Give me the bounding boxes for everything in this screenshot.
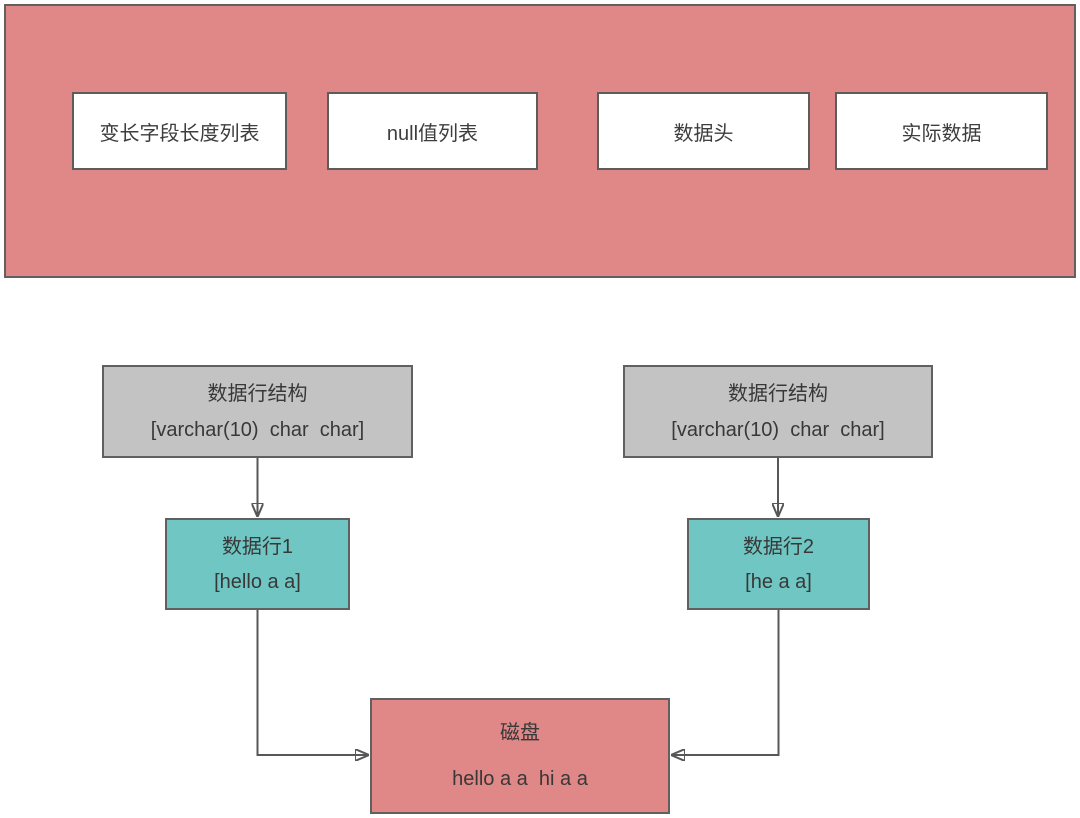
data-row-node-2: 数据行2 [he a a]	[687, 518, 870, 610]
segment-variable-length-list: 变长字段长度列表	[72, 92, 287, 170]
arrow-row2-to-disk	[672, 610, 780, 755]
data-row-node-1: 数据行1 [hello a a]	[165, 518, 350, 610]
row-struct-detail: [varchar(10) char char]	[150, 418, 365, 441]
segment-label: 实际数据	[901, 122, 982, 145]
segment-label: 变长字段长度列表	[99, 122, 260, 145]
segment-data-header: 数据头	[597, 92, 810, 170]
data-row-detail: [he a a]	[745, 570, 812, 593]
disk-node: 磁盘 hello a a hi a a	[370, 698, 670, 814]
data-row-title: 数据行1	[221, 535, 294, 558]
row-format-container: 变长字段长度列表 null值列表 数据头 实际数据	[4, 4, 1076, 278]
segment-label: null值列表	[386, 122, 479, 145]
disk-title: 磁盘	[500, 722, 540, 744]
disk-detail: hello a a hi a a	[452, 768, 588, 790]
segment-actual-data: 实际数据	[835, 92, 1048, 170]
row-struct-node-2: 数据行结构 [varchar(10) char char]	[623, 365, 933, 458]
arrow-row1-to-disk	[256, 610, 369, 755]
data-row-title: 数据行2	[742, 535, 815, 558]
row-struct-detail: [varchar(10) char char]	[671, 418, 885, 441]
row-struct-title: 数据行结构	[207, 382, 308, 405]
row-struct-node-1: 数据行结构 [varchar(10) char char]	[102, 365, 413, 458]
row-struct-title: 数据行结构	[728, 382, 828, 405]
data-row-detail: [hello a a]	[214, 570, 301, 593]
segment-label: 数据头	[673, 122, 734, 145]
segment-null-list: null值列表	[327, 92, 538, 170]
